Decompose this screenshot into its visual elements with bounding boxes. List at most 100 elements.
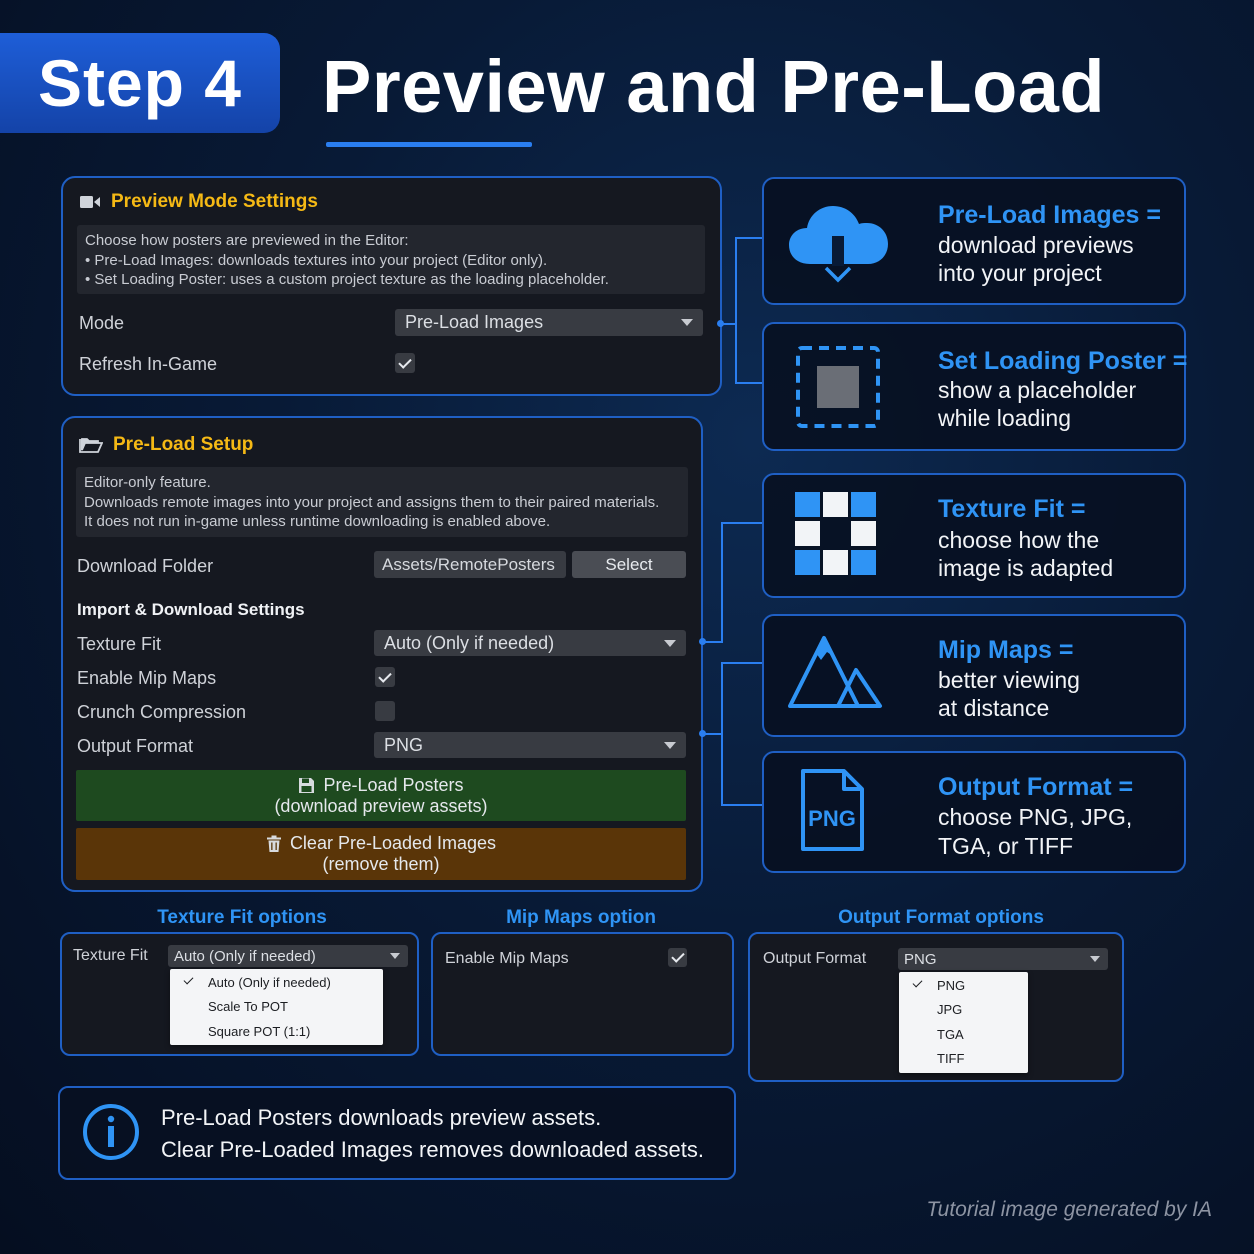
clear-preloaded-button[interactable]: Clear Pre-Loaded Images (remove them) <box>76 828 686 880</box>
texture-fit-option-label: Texture Fit <box>73 947 148 964</box>
preview-mode-header: Preview Mode Settings <box>79 191 318 213</box>
menu-item[interactable]: JPG <box>937 1002 963 1018</box>
check-icon <box>912 977 923 988</box>
placeholder-frame-icon <box>796 346 880 428</box>
png-file-icon: PNG <box>801 769 864 851</box>
card-title: Pre-Load Images = <box>938 201 1161 229</box>
menu-item[interactable]: TGA <box>937 1026 964 1042</box>
refresh-in-game-checkbox[interactable] <box>395 353 415 373</box>
connector-line <box>735 237 737 384</box>
card-mip-maps <box>762 614 1186 737</box>
preload-setup-help: Editor-only feature. Downloads remote im… <box>76 467 688 537</box>
card-desc: while loading <box>938 405 1071 431</box>
texture-fit-value: Auto (Only if needed) <box>384 632 555 653</box>
connector-dot <box>699 638 706 645</box>
select-folder-button[interactable]: Select <box>572 551 686 578</box>
preload-setup-title: Pre-Load Setup <box>113 434 254 455</box>
card-desc: better viewing <box>938 667 1080 693</box>
preload-setup-header: Pre-Load Setup <box>79 434 253 456</box>
preload-button-line2: (download preview assets) <box>274 795 488 816</box>
info-line1: Pre-Load Posters downloads preview asset… <box>161 1105 602 1130</box>
card-desc: into your project <box>938 260 1102 286</box>
texture-fit-label: Texture Fit <box>77 634 162 654</box>
preview-mode-help: Choose how posters are previewed in the … <box>77 225 705 294</box>
step-badge: Step 4 <box>0 33 280 133</box>
mode-value: Pre-Load Images <box>405 312 544 332</box>
mip-maps-label: Enable Mip Maps <box>77 668 217 688</box>
mip-maps-option-label: Mip Maps option <box>506 907 656 928</box>
footer-note: Tutorial image generated by IA <box>926 1198 1212 1221</box>
import-settings-heading: Import & Download Settings <box>77 600 305 619</box>
preload-button-line1: Pre-Load Posters <box>323 774 464 795</box>
clear-button-line1: Clear Pre-Loaded Images <box>289 833 497 853</box>
connector-line <box>721 662 723 806</box>
card-desc: download previews <box>938 232 1134 258</box>
chevron-down-icon <box>664 741 676 749</box>
cloud-download-icon <box>789 206 888 283</box>
connector-line <box>735 237 762 239</box>
menu-item[interactable]: Scale To POT <box>208 999 288 1015</box>
help-line: • Pre-Load Images: downloads textures in… <box>85 251 548 269</box>
floppy-disk-icon <box>299 777 315 793</box>
card-title: Output Format = <box>938 773 1134 801</box>
card-desc: choose PNG, JPG, <box>938 804 1133 830</box>
texture-fit-option-value: Auto (Only if needed) <box>174 947 316 965</box>
help-line: • Set Loading Poster: uses a custom proj… <box>85 271 609 288</box>
crunch-compression-checkbox[interactable] <box>375 701 395 721</box>
help-line: Downloads remote images into your projec… <box>84 493 660 511</box>
texture-fit-dropdown[interactable]: Auto (Only if needed) <box>374 630 686 656</box>
preview-mode-title: Preview Mode Settings <box>111 191 318 212</box>
card-desc: choose how the <box>938 527 1100 553</box>
connector-dot <box>717 320 724 327</box>
connector-line <box>721 522 723 643</box>
mode-label: Mode <box>79 313 125 333</box>
connector-line <box>721 804 762 806</box>
download-folder-field[interactable]: Assets/RemotePosters <box>374 551 566 578</box>
card-title: Set Loading Poster = <box>938 347 1188 375</box>
trash-icon <box>266 835 281 852</box>
preload-posters-button[interactable]: Pre-Load Posters (download preview asset… <box>76 770 686 821</box>
card-title: Mip Maps = <box>938 636 1074 664</box>
refresh-in-game-label: Refresh In-Game <box>79 354 218 374</box>
folder-open-icon <box>79 438 103 453</box>
output-format-options-label: Output Format options <box>838 907 1044 928</box>
mip-maps-option-label: Enable Mip Maps <box>445 950 569 967</box>
mountains-icon <box>788 636 882 708</box>
chevron-down-icon <box>681 319 693 326</box>
download-folder-label: Download Folder <box>77 556 214 576</box>
check-icon <box>183 974 194 985</box>
connector-line <box>722 323 736 325</box>
help-line: Editor-only feature. <box>84 474 211 491</box>
grid-squares-icon <box>795 492 876 575</box>
texture-fit-menu: Auto (Only if needed) Scale To POT Squar… <box>170 969 383 1045</box>
chevron-down-icon <box>1090 956 1100 962</box>
menu-item[interactable]: TIFF <box>937 1051 965 1067</box>
mode-dropdown[interactable]: Pre-Load Images <box>395 309 703 336</box>
svg-text:PNG: PNG <box>808 806 856 831</box>
card-desc: show a placeholder <box>938 377 1137 403</box>
help-line: It does not run in-game unless runtime d… <box>84 513 551 530</box>
menu-item[interactable]: Auto (Only if needed) <box>170 970 383 995</box>
menu-item[interactable]: PNG <box>899 973 1028 998</box>
crunch-compression-label: Crunch Compression <box>77 702 247 722</box>
output-format-option-label: Output Format <box>763 950 867 967</box>
mip-maps-option-checkbox[interactable] <box>668 948 687 967</box>
info-line2: Clear Pre-Loaded Images removes download… <box>161 1137 704 1162</box>
mip-maps-checkbox[interactable] <box>375 667 395 687</box>
connector-line <box>703 641 723 643</box>
title-underline <box>326 142 532 147</box>
output-format-label: Output Format <box>77 736 194 756</box>
chevron-down-icon <box>664 639 676 647</box>
menu-item[interactable]: Square POT (1:1) <box>208 1023 311 1039</box>
card-desc: at distance <box>938 695 1050 721</box>
output-format-option-dropdown[interactable]: PNG <box>898 948 1108 970</box>
texture-fit-option-dropdown[interactable]: Auto (Only if needed) <box>168 945 408 967</box>
output-format-option-value: PNG <box>904 950 937 968</box>
info-box <box>58 1086 736 1180</box>
chevron-down-icon <box>390 953 400 959</box>
step-label: Step 4 <box>37 46 243 120</box>
info-icon <box>83 1104 139 1160</box>
output-format-dropdown[interactable]: PNG <box>374 732 686 758</box>
video-camera-icon <box>80 196 100 208</box>
help-line: Choose how posters are previewed in the … <box>85 232 409 249</box>
